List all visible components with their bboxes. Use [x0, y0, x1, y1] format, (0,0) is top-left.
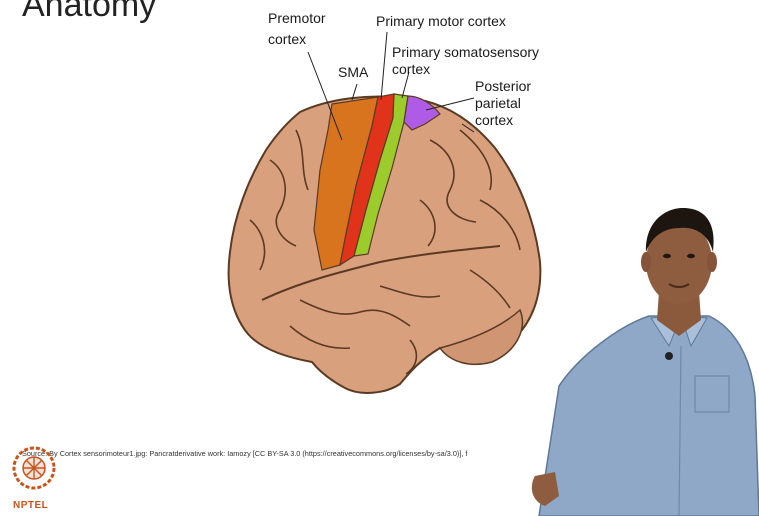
label-premotor-line1: Premotor [268, 10, 326, 27]
label-somatosensory-line1: Primary somatosensory [392, 44, 539, 61]
source-citation: Source: By Cortex sensorimoteur1.jpg: Pa… [22, 449, 467, 458]
label-premotor: Premotor cortex [268, 10, 326, 48]
nptel-logo-text: NPTEL [13, 500, 48, 511]
label-primary-somatosensory: Primary somatosensory cortex [392, 44, 539, 78]
label-parietal-line1: Posterior [475, 78, 531, 95]
label-parietal-line3: cortex [475, 112, 531, 129]
label-sma: SMA [338, 64, 368, 81]
label-parietal-line2: parietal [475, 95, 531, 112]
nptel-logo-icon [11, 442, 57, 496]
label-premotor-line2: cortex [268, 31, 326, 48]
label-primary-motor: Primary motor cortex [376, 13, 506, 30]
label-posterior-parietal: Posterior parietal cortex [475, 78, 531, 129]
presenter-figure [519, 196, 759, 516]
label-somatosensory-line2: cortex [392, 61, 539, 78]
